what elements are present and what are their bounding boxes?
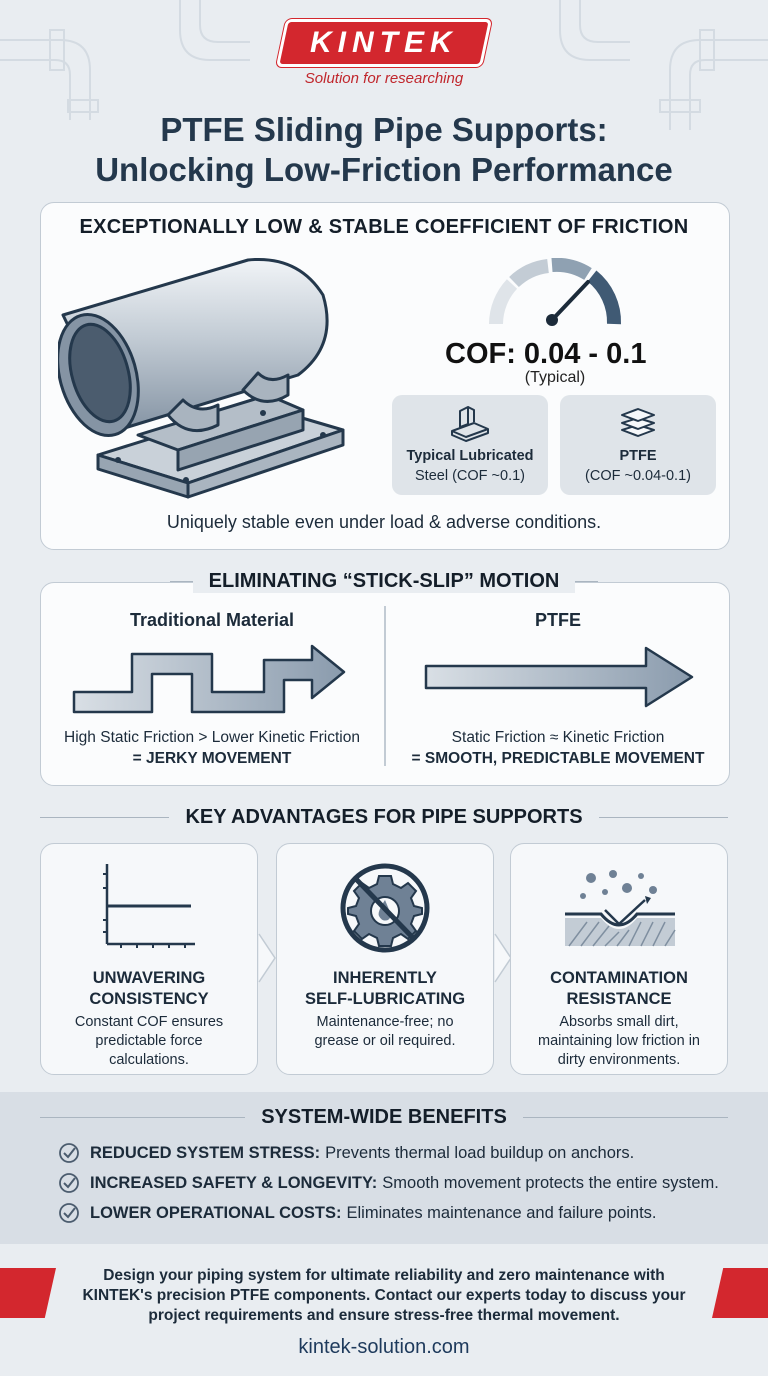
benefit-label: LOWER OPERATIONAL COSTS:	[90, 1203, 342, 1222]
red-accent-left	[0, 1268, 56, 1318]
benefit-label: REDUCED SYSTEM STRESS:	[90, 1143, 321, 1162]
logo-badge: KINTEK	[279, 22, 489, 64]
stability-note: Uniquely stable even under load & advers…	[166, 512, 602, 532]
cta-line-1: Design your piping system for ultimate r…	[103, 1267, 665, 1284]
benefit-label: INCREASED SAFETY & LONGEVITY:	[90, 1173, 378, 1192]
advantages-heading-row: KEY ADVANTAGES FOR PIPE SUPPORTS	[40, 806, 729, 829]
benefit-text: Prevents thermal load buildup on anchors…	[325, 1143, 635, 1162]
steel-block-icon	[451, 406, 489, 442]
benefit-text: Smooth movement protects the entire syst…	[382, 1173, 719, 1192]
traditional-description: High Static Friction > Lower Kinetic Fri…	[40, 728, 384, 770]
ptfe-comparison-card: PTFE (COF ~0.04-0.1)	[560, 395, 716, 495]
advantage-title: UNWAVERING CONSISTENCY	[41, 968, 257, 1009]
stick-slip-heading: ELIMINATING “STICK-SLIP” MOTION	[192, 570, 576, 593]
benefit-text: Eliminates maintenance and failure point…	[346, 1203, 657, 1222]
advantage-card-contamination: CONTAMINATION RESISTANCE Absorbs small di…	[510, 843, 728, 1075]
ptfe-motion-description: Static Friction ≈ Kinetic Friction = SMO…	[386, 728, 730, 770]
steel-detail: Steel (COF ~0.1)	[415, 467, 525, 484]
benefit-item: INCREASED SAFETY & LONGEVITY:Smooth move…	[58, 1172, 719, 1194]
advantage-desc-line-2: grease or oil required.	[314, 1032, 456, 1049]
cta-line-2: KINTEK's precision PTFE components. Cont…	[82, 1287, 686, 1305]
heading-rule-right	[598, 816, 729, 819]
page-title-line-2: Unlocking Low-Friction Performance	[95, 150, 673, 188]
advantage-title-line-1: INHERENTLY	[333, 969, 437, 987]
advantage-desc-line-3: dirty environments.	[557, 1051, 681, 1068]
benefits-heading-row: SYSTEM-WIDE BENEFITS	[40, 1106, 729, 1129]
column-divider	[384, 606, 386, 766]
ptfe-friction-text: Static Friction ≈ Kinetic Friction	[451, 729, 665, 746]
traditional-result-text: = JERKY MOVEMENT	[132, 749, 292, 767]
advantage-title-line-2: RESISTANCE	[566, 989, 672, 1008]
advantage-desc-line-1: Absorbs small dirt,	[559, 1014, 679, 1030]
smooth-motion-arrow-icon	[424, 646, 694, 708]
page-title: PTFE Sliding Pipe Supports: Unlocking Lo…	[0, 110, 768, 189]
advantage-desc-line-2: predictable force	[95, 1032, 203, 1049]
advantage-card-self-lubricating: INHERENTLY SELF-LUBRICATING Maintenance-f…	[276, 843, 494, 1075]
call-to-action: Design your piping system for ultimate r…	[0, 1266, 768, 1326]
jerky-motion-arrow-icon	[72, 644, 346, 714]
traditional-friction-text: High Static Friction > Lower Kinetic Fri…	[64, 729, 360, 746]
advantage-description: Absorbs small dirt, maintaining low frict…	[519, 1013, 719, 1070]
cof-heading: EXCEPTIONALLY LOW & STABLE COEFFICIENT O…	[79, 216, 689, 238]
heading-rule-left	[170, 580, 193, 583]
advantage-desc-line-3: calculations.	[109, 1051, 189, 1068]
advantage-title-line-1: UNWAVERING	[92, 969, 206, 987]
website-link[interactable]: kintek-solution.com	[298, 1336, 470, 1358]
advantage-desc-line-1: Maintenance-free; no	[316, 1014, 454, 1030]
cta-line-3: project requirements and ensure stress-f…	[148, 1307, 620, 1325]
page-title-line-1: PTFE Sliding Pipe Supports:	[160, 111, 608, 148]
heading-rule-left	[40, 816, 170, 819]
advantage-title: CONTAMINATION RESISTANCE	[511, 968, 727, 1009]
ptfe-detail: (COF ~0.04-0.1)	[585, 467, 691, 484]
chevron-right-icon	[258, 933, 276, 983]
benefits-heading: SYSTEM-WIDE BENEFITS	[261, 1106, 507, 1128]
advantages-heading: KEY ADVANTAGES FOR PIPE SUPPORTS	[185, 806, 583, 828]
ptfe-name: PTFE	[619, 448, 657, 464]
check-circle-icon	[59, 1203, 79, 1223]
advantage-desc-line-1: Constant COF ensures	[74, 1014, 224, 1030]
brand-logo: KINTEK Solution for researching	[0, 22, 768, 87]
advantage-title-line-2: CONSISTENCY	[89, 989, 209, 1008]
advantage-title: INHERENTLY SELF-LUBRICATING	[277, 968, 493, 1009]
ptfe-result-text: = SMOOTH, PREDICTABLE MOVEMENT	[411, 749, 705, 767]
heading-rule-right	[575, 580, 599, 583]
heading-rule-right	[522, 1116, 729, 1119]
advantage-description: Maintenance-free; no grease or oil requir…	[285, 1013, 485, 1051]
steel-name: Typical Lubricated	[406, 448, 534, 464]
gauge-icon	[489, 258, 622, 326]
particles-surface-icon	[565, 870, 676, 947]
advantage-desc-line-2: maintaining low friction in	[538, 1032, 700, 1049]
advantage-title-line-2: SELF-LUBRICATING	[304, 989, 466, 1008]
heading-rule-left	[40, 1116, 246, 1119]
no-oil-gear-icon	[340, 863, 430, 953]
advantage-title-line-1: CONTAMINATION	[550, 969, 688, 987]
check-circle-icon	[59, 1173, 79, 1193]
advantage-description: Constant COF ensures predictable force cal…	[49, 1013, 249, 1070]
check-circle-icon	[59, 1143, 79, 1163]
cof-value-note: (Typical)	[524, 369, 586, 386]
layers-icon	[621, 408, 655, 437]
advantage-card-consistency: UNWAVERING CONSISTENCY Constant COF ensur…	[40, 843, 258, 1075]
traditional-title: Traditional Material	[129, 610, 295, 630]
ptfe-motion-title: PTFE	[534, 610, 581, 630]
brand-name: KINTEK	[310, 26, 458, 59]
pipe-support-illustration	[58, 257, 345, 499]
cof-value: COF: 0.04 - 0.1	[445, 338, 647, 370]
brand-tagline: Solution for researching	[304, 70, 464, 87]
flat-line-chart-icon	[103, 864, 195, 948]
stick-slip-heading-row: ELIMINATING “STICK-SLIP” MOTION	[40, 570, 728, 593]
benefit-item: LOWER OPERATIONAL COSTS:Eliminates maint…	[58, 1202, 657, 1224]
benefit-item: REDUCED SYSTEM STRESS:Prevents thermal l…	[58, 1142, 634, 1164]
